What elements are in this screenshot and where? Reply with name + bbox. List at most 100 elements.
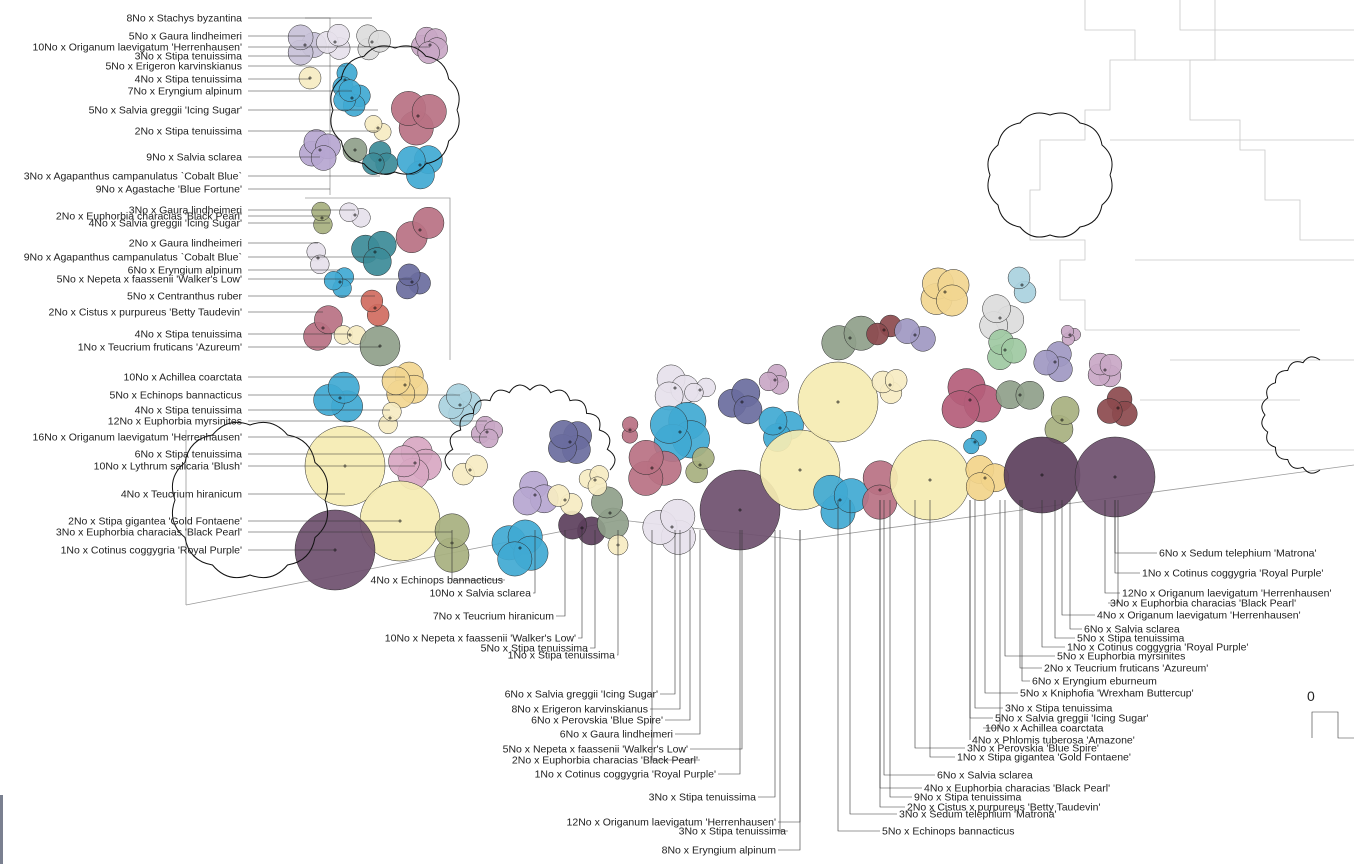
plant-group-nepeta bbox=[717, 378, 763, 425]
plant-label: 10No x Nepeta x faassenii 'Walker's Low' bbox=[385, 633, 576, 645]
window-edge-bar bbox=[0, 795, 3, 864]
plant-label: 2No x Euphorbia characias 'Black Pearl' bbox=[56, 211, 242, 223]
plant-label: 2No x Cistus x purpureus 'Betty Taudevin… bbox=[907, 802, 1101, 814]
tree-canopy-centre-left bbox=[444, 384, 616, 471]
plant-label: 3No x Stipa tenuissima bbox=[135, 51, 243, 63]
leader-line bbox=[690, 530, 743, 750]
leader-line bbox=[665, 530, 691, 721]
site-outline-9 bbox=[1179, 0, 1354, 31]
plant-group-teucrium-fruticans bbox=[342, 137, 368, 163]
plant-label: 10No x Origanum laevigatum 'Herrenhausen… bbox=[33, 42, 242, 54]
plant-group-echinops bbox=[1007, 266, 1037, 304]
plant-group-origanum bbox=[411, 26, 448, 64]
plant-group-origanum bbox=[1060, 324, 1081, 346]
plant-group-stipa bbox=[547, 484, 583, 516]
plant-label: 5No x Centranthus ruber bbox=[127, 291, 242, 303]
leader-line bbox=[879, 500, 922, 789]
plant-label: 3No x Stipa tenuissima bbox=[649, 792, 757, 804]
leader-line bbox=[849, 500, 897, 815]
plant-group-origanum bbox=[1087, 352, 1123, 388]
plant-group-achillea bbox=[381, 361, 429, 409]
plant-group-gaura bbox=[684, 377, 716, 403]
leader-line bbox=[1054, 500, 1075, 639]
plant-group-centranthus bbox=[360, 289, 390, 327]
plant-groups-layer bbox=[287, 23, 1156, 591]
plant-group-cistus bbox=[395, 206, 445, 254]
plant-group-phlomis bbox=[941, 368, 1002, 429]
plant-label: 6No x Salvia sclarea bbox=[1084, 624, 1180, 636]
plant-label: 5No x Salvia greggii 'Icing Sugar' bbox=[995, 713, 1148, 725]
leader-line bbox=[969, 500, 993, 719]
plant-label: 4No x Origanum laevigatum 'Herrenhausen' bbox=[1097, 610, 1301, 622]
plant-label: 9No x Stipa tenuissima bbox=[914, 792, 1022, 804]
plant-label: 5No x Echinops bannacticus bbox=[882, 826, 1015, 838]
plant-label: 2No x Stipa tenuissima bbox=[135, 126, 243, 138]
plant-label: 5No x Stipa tenuissima bbox=[481, 643, 589, 655]
plant-group-eryngium bbox=[323, 267, 354, 298]
plant-group-teucrium-fruticans bbox=[995, 380, 1045, 410]
plant-label: 3No x Sedum telephium 'Matrona' bbox=[899, 809, 1057, 821]
plant-group-stachys bbox=[356, 24, 391, 61]
plant-label: 3No x Euphorbia characias 'Black Pearl' bbox=[1110, 598, 1296, 610]
tree-canopy-right-edge bbox=[1261, 356, 1321, 474]
plant-label: 10No x Salvia sclarea bbox=[429, 588, 531, 600]
leader-line bbox=[660, 530, 676, 695]
plant-label: 4No x Echinops bannacticus bbox=[371, 575, 504, 587]
plant-label: 7No x Teucrium hiranicum bbox=[433, 611, 554, 623]
tree-canopy-lower-left bbox=[172, 422, 328, 578]
tree-canopy-right-top bbox=[987, 112, 1113, 238]
scale-bar-label: 0 bbox=[1307, 688, 1315, 704]
leader-line bbox=[651, 530, 700, 761]
plant-label: 4No x Salvia greggii 'Icing Sugar' bbox=[89, 218, 242, 230]
plant-label: 9No x Agastache 'Blue Fortune' bbox=[96, 184, 242, 196]
plant-group-agapanthus bbox=[362, 141, 398, 176]
plant-group-gaura bbox=[316, 23, 351, 60]
leader-line bbox=[1104, 500, 1120, 594]
plant-label: 2No x Stipa gigantea 'Gold Fontaene' bbox=[68, 516, 242, 528]
leader-line bbox=[779, 530, 788, 832]
leader-line bbox=[778, 530, 801, 823]
plant-group-euphorbia-myrsinites bbox=[987, 329, 1027, 371]
plant-group-teucrium-fruticans bbox=[821, 315, 879, 361]
plant-label: 2No x Euphorbia characias 'Black Pearl' bbox=[512, 755, 698, 767]
plant-group-eryngium bbox=[396, 145, 443, 190]
plant-label: 3No x Stipa tenuissima bbox=[679, 826, 787, 838]
plant-group-nepeta bbox=[548, 420, 592, 464]
plant-label: 5No x Nepeta x faassenii 'Walker's Low' bbox=[503, 744, 688, 756]
plant-label: 10No x Achillea coarctata bbox=[124, 372, 243, 384]
plant-label: 3No x Agapanthus campanulatus `Cobalt Bl… bbox=[24, 171, 242, 183]
plant-label: 5No x Nepeta x faassenii 'Walker's Low' bbox=[57, 274, 242, 286]
leader-line bbox=[617, 530, 619, 656]
plant-label: 6No x Salvia greggii 'Icing Sugar' bbox=[505, 689, 658, 701]
leader-line bbox=[984, 500, 1018, 694]
leader-line bbox=[929, 500, 955, 758]
plant-group-cistus bbox=[621, 416, 639, 444]
plant-group-eryngium bbox=[963, 429, 987, 455]
leader-line bbox=[1108, 500, 1119, 604]
plant-label: 1No x Cotinus coggygria 'Royal Purple' bbox=[1142, 568, 1323, 580]
plant-label: 2No x Cistus x purpureus 'Betty Taudevin… bbox=[49, 307, 243, 319]
plant-label: 5No x Stipa tenuissima bbox=[1077, 633, 1185, 645]
plant-group-stipa bbox=[578, 465, 609, 496]
leader-line bbox=[1019, 500, 1042, 669]
plant-label: 9No x Agapanthus campanulatus `Cobalt Bl… bbox=[24, 252, 242, 264]
plant-group-teucrium-green bbox=[685, 446, 715, 484]
leader-line bbox=[533, 530, 536, 594]
plant-group-teucrium-fruticans bbox=[591, 486, 629, 540]
leader-line bbox=[983, 500, 1001, 729]
plant-label: 3No x Gaura lindheimeri bbox=[129, 205, 242, 217]
plant-label: 7No x Eryngium alpinum bbox=[128, 86, 243, 98]
leader-line bbox=[718, 530, 741, 775]
plant-label: 6No x Eryngium alpinum bbox=[128, 265, 243, 277]
plant-label: 5No x Kniphofia 'Wrexham Buttercup' bbox=[1020, 688, 1194, 700]
plant-group-kniphofia bbox=[965, 455, 1010, 501]
plant-group-eryngium bbox=[313, 371, 363, 423]
plant-group-teucrium-green bbox=[311, 201, 333, 235]
plant-group-echinops bbox=[438, 383, 482, 427]
leader-line bbox=[1021, 500, 1030, 682]
leader-line bbox=[883, 500, 935, 776]
leader-line bbox=[650, 530, 681, 710]
plant-group-achillea bbox=[920, 267, 970, 317]
leader-line bbox=[590, 530, 596, 649]
plant-label: 10No x Lythrum salicaria 'Blush' bbox=[94, 461, 242, 473]
